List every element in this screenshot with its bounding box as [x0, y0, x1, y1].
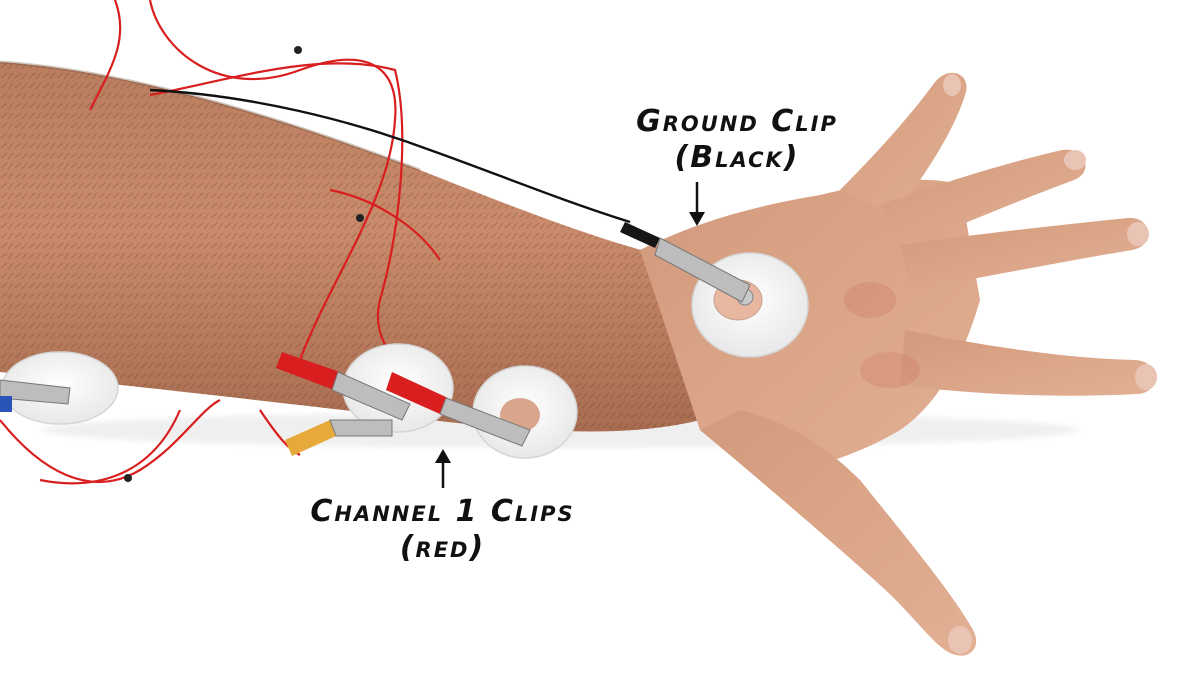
callout-arrows — [435, 182, 705, 488]
ground-clip-label: Ground Clip — [636, 104, 838, 139]
ground-electrode — [620, 222, 809, 358]
red-wires — [0, 0, 441, 485]
ground-clip-callout: Ground Clip (Black) — [612, 104, 862, 176]
channel-1-electrodes — [276, 343, 578, 459]
channel-1-clips-color-label: (red) — [399, 530, 486, 565]
ground-clip-color-label: (Black) — [674, 140, 800, 175]
channel-1-clips-label: Channel 1 Clips — [310, 494, 575, 529]
hand — [640, 72, 1157, 656]
left-electrode — [0, 351, 119, 425]
channel-1-clips-callout: Channel 1 Clips (red) — [290, 494, 595, 566]
black-wire — [149, 88, 631, 224]
wire-beads — [124, 46, 364, 482]
